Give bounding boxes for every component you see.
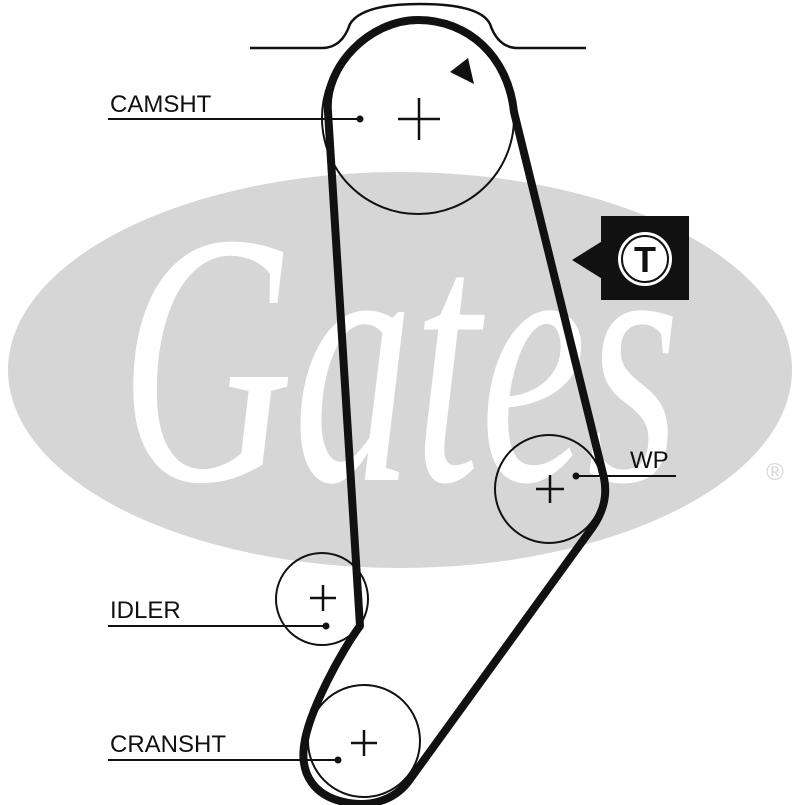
watermark-logo-text: Gates [120,159,680,558]
camshaft-label: CAMSHT [110,91,212,118]
water-pump-center-cross [536,475,564,503]
camshaft-center-cross [398,98,440,140]
camshaft-leader [108,115,364,123]
rotation-direction-arrow [450,58,474,84]
water-pump-label: WP [630,447,669,474]
water-pump-leader [572,472,676,480]
idler-pulley [275,552,369,646]
idler-label: IDLER [110,597,181,624]
idler-leader [108,622,330,630]
crankshaft-leader [108,756,342,764]
engine-cover-line [250,2,586,50]
timing-belt [299,16,610,805]
tensioner-marker: T [572,216,689,300]
tensioner-letter: T [634,239,656,280]
registered-mark: ® [766,459,784,486]
crankshaft-label: CRANSHT [110,731,226,758]
crankshaft-center-cross [351,730,377,756]
idler-center-cross [310,585,336,611]
